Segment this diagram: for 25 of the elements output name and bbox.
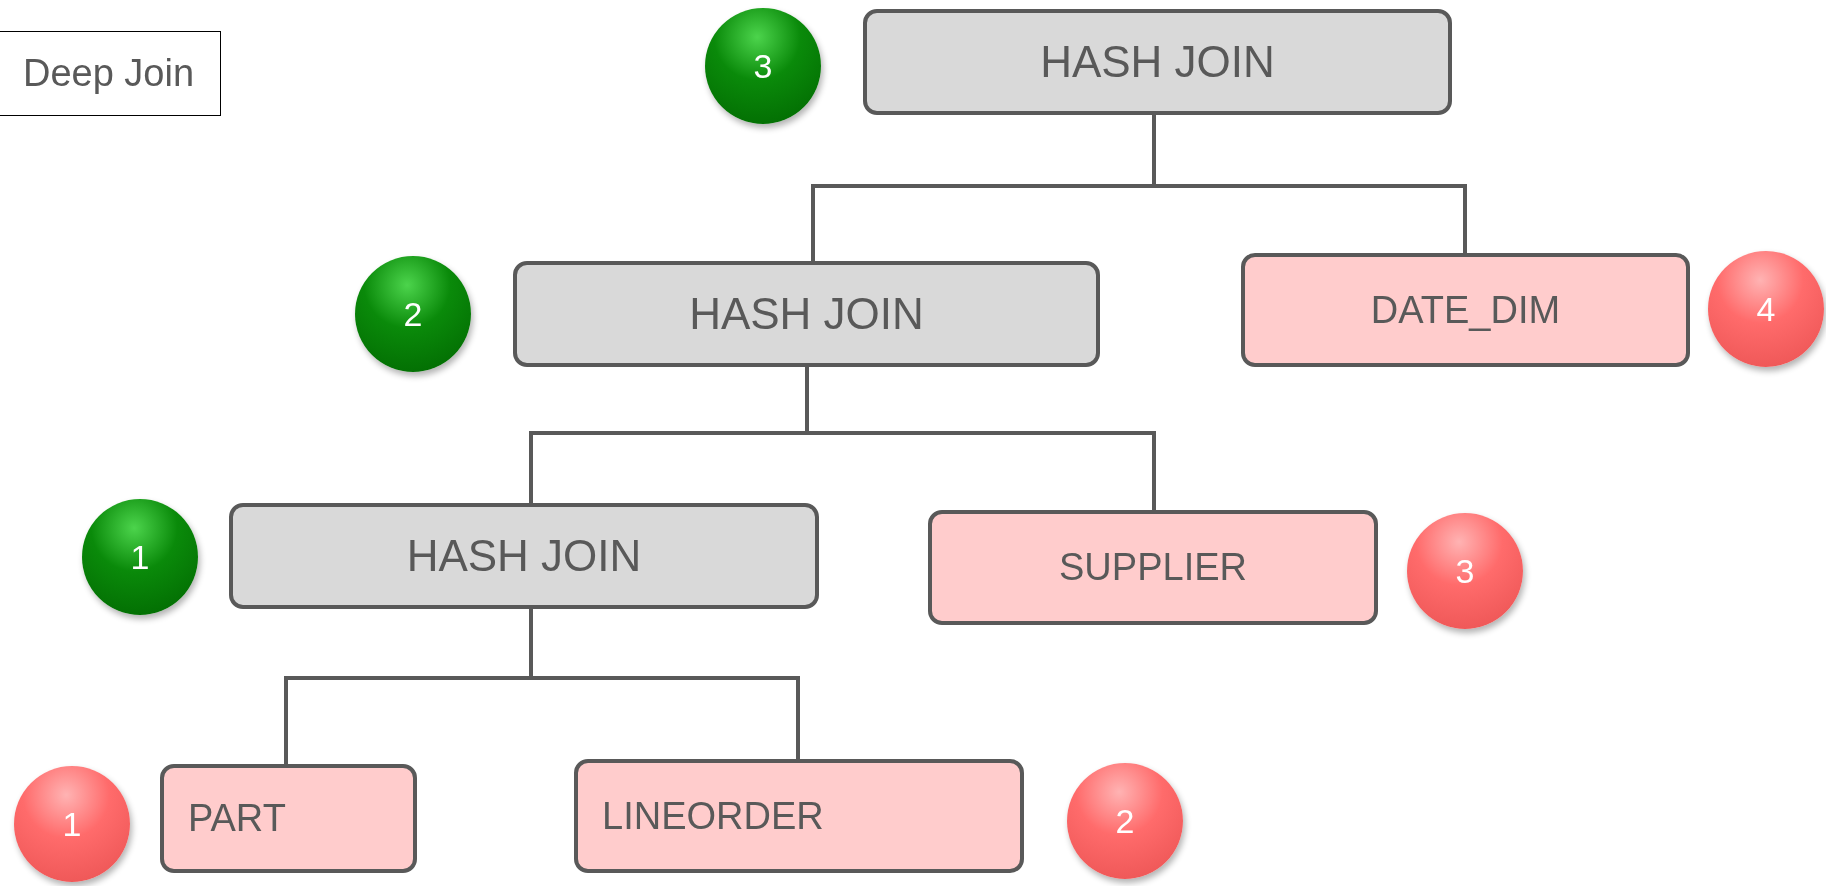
table-box xyxy=(160,764,417,873)
order-number: 4 xyxy=(1756,289,1776,329)
order-number: 3 xyxy=(753,46,773,86)
node-label: HASH JOIN xyxy=(1040,37,1275,87)
join-operator-box xyxy=(863,9,1452,115)
table-box xyxy=(1241,253,1690,367)
tree-connector xyxy=(1152,115,1467,253)
node-label: HASH JOIN xyxy=(406,531,642,581)
node-label: HASH JOIN xyxy=(689,289,924,339)
title-box xyxy=(0,31,221,116)
order-number: 2 xyxy=(1115,801,1135,841)
join-operator-box xyxy=(229,503,819,609)
node-label: LINEORDER xyxy=(602,794,824,838)
order-number: 1 xyxy=(130,537,150,577)
order-number: 2 xyxy=(403,294,423,334)
node-label: PART xyxy=(188,797,286,840)
node-label: SUPPLIER xyxy=(1059,546,1247,589)
tree-connector xyxy=(805,367,1156,510)
node-label: DATE_DIM xyxy=(1370,288,1561,332)
table-box xyxy=(928,510,1378,625)
order-number: 3 xyxy=(1455,551,1475,591)
node-label: Deep Join xyxy=(22,52,195,95)
join-operator-box xyxy=(513,261,1100,367)
table-box xyxy=(574,759,1024,873)
order-number: 1 xyxy=(62,804,82,844)
